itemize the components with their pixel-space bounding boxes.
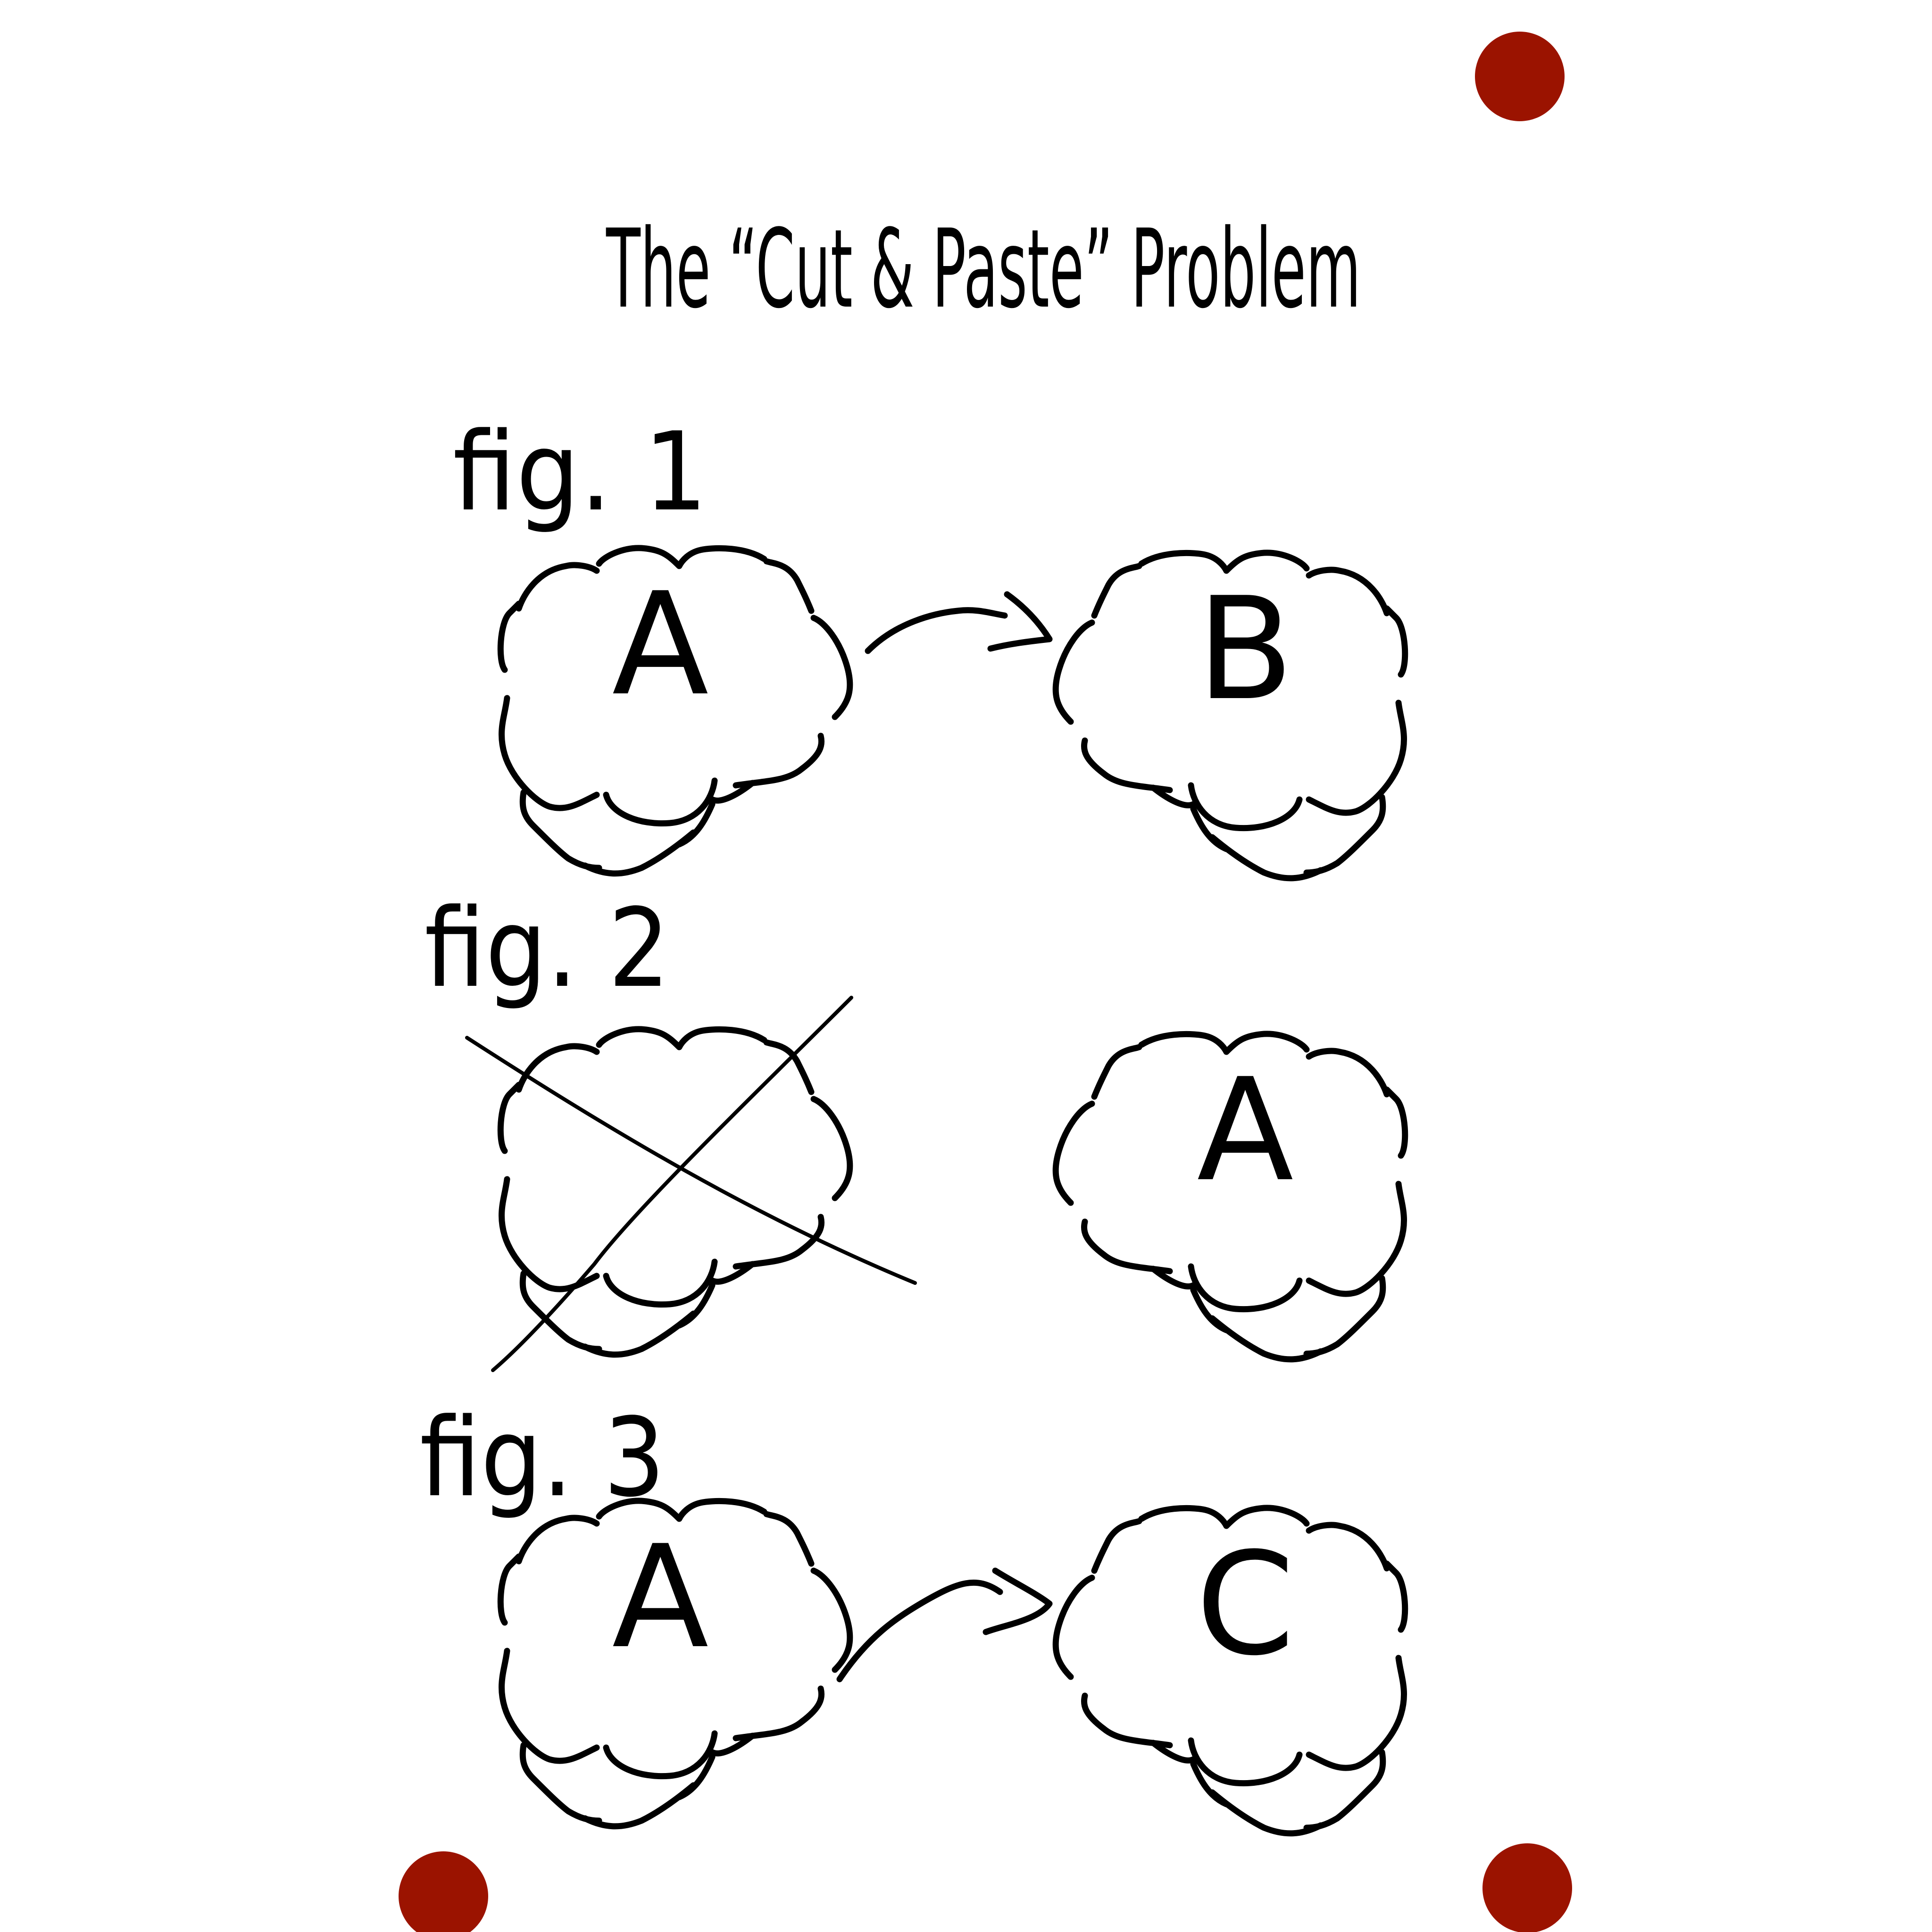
figure-3-right-cloud-letter: C [1196, 1522, 1294, 1687]
page-title: The “Cut & Paste” Problem [606, 207, 1361, 333]
figure-2-right-cloud: A [1056, 1034, 1405, 1359]
figure-3-right-cloud: C [1056, 1508, 1405, 1833]
corner-pin-bottom-left [399, 1851, 488, 1932]
figure-1-left-cloud: A [500, 548, 850, 874]
figure-2-right-cloud-letter: A [1197, 1048, 1294, 1213]
figure-2-left-cloud [500, 1029, 850, 1355]
figure-3-arrow [836, 1567, 1053, 1682]
figure-1-label: fig. 1 [453, 409, 708, 535]
figure-2-label: fig. 2 [425, 886, 670, 1012]
figure-1-arrow [865, 591, 1053, 654]
corner-pin-bottom-right [1482, 1843, 1572, 1932]
figure-1-right-cloud-letter: B [1197, 567, 1294, 732]
figure-3: fig. 3 A C [420, 1395, 1405, 1833]
figure-1: fig. 1 A B [453, 409, 1405, 878]
figure-2-cross-out [465, 996, 917, 1372]
figure-3-left-cloud: A [500, 1501, 850, 1826]
figure-1-left-cloud-letter: A [612, 562, 709, 727]
corner-pin-top-right [1475, 32, 1565, 121]
figure-2: fig. 2 A [425, 886, 1405, 1372]
figure-3-left-cloud-letter: A [612, 1515, 709, 1680]
figure-1-right-cloud: B [1056, 553, 1405, 878]
